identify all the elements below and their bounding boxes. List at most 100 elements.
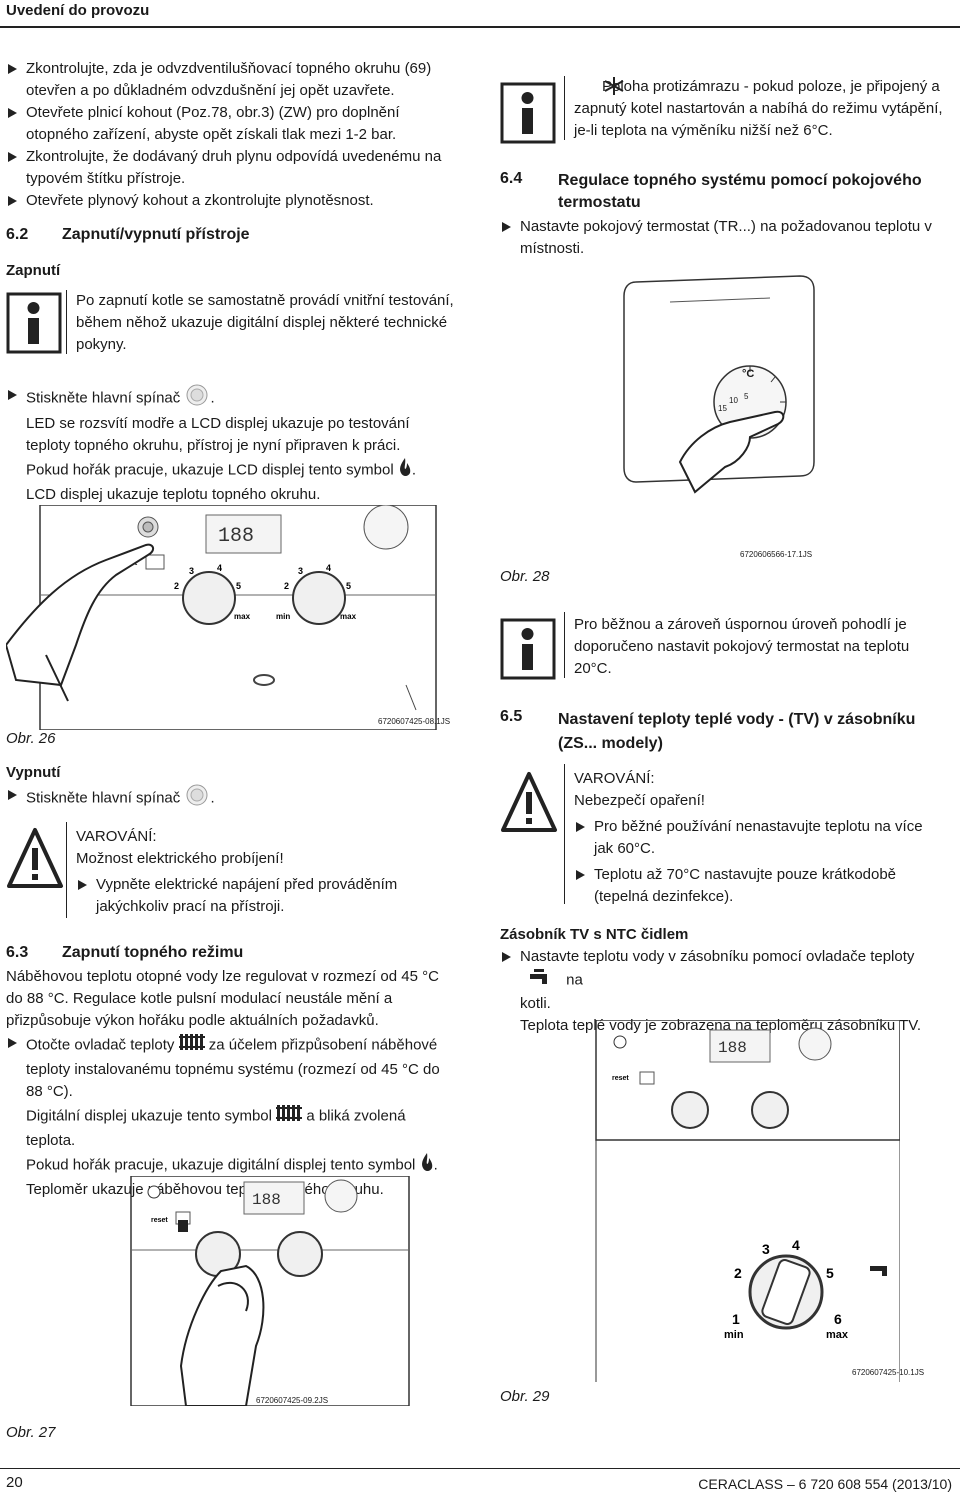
svg-text:reset: reset <box>612 1075 629 1082</box>
warning-title: VAROVÁNÍ: <box>76 828 157 845</box>
warning-electric: VAROVÁNÍ: Možnost elektrického probíjení… <box>76 826 456 918</box>
document-id: CERACLASS – 6 720 608 554 (2013/10) <box>698 1476 952 1492</box>
section-6-5-number: 6.5 <box>500 708 523 725</box>
info-icon <box>500 618 556 680</box>
info-icon <box>6 292 62 354</box>
figure-28-code: 6720606566-17.1JS <box>740 550 813 559</box>
power-off-list: Stiskněte hlavní spínač . <box>6 784 456 813</box>
page-header: Uvedení do provozu <box>0 0 960 36</box>
thermostat-tick: 5 <box>744 392 749 401</box>
figure-26-code: 6720607425-08.1JS <box>378 717 451 726</box>
section-6-2-title: Zapnutí/vypnutí přístroje <box>62 226 250 243</box>
warning-icon <box>500 770 558 836</box>
svg-text:3: 3 <box>189 566 194 576</box>
press-switch-end: . <box>210 389 215 407</box>
figure-28-caption: Obr. 28 <box>500 568 550 585</box>
list-item: Stiskněte hlavní spínač . <box>6 384 456 413</box>
info-icon <box>500 82 556 144</box>
lcd-digits: 188 <box>218 525 254 548</box>
figure-27-code: 6720607425-09.2JS <box>256 1396 329 1405</box>
intro-bullet-list: Zkontrolujte, zda je odvzdventilušňovací… <box>6 58 456 212</box>
burner-symbol-line: Pokud hořák pracuje, ukazuje digitální d… <box>6 1152 456 1179</box>
section-6-3-paragraph: Náběhovou teplotu otopné vody lze regulo… <box>6 968 439 1029</box>
svg-text:5: 5 <box>346 581 351 591</box>
svg-text:max: max <box>340 612 357 621</box>
list-item: Nastavte teplotu vody v zásobníku pomocí… <box>500 946 950 993</box>
radiator-icon <box>276 1103 303 1130</box>
info-divider <box>564 612 565 678</box>
thermostat-tick: 10 <box>729 396 738 405</box>
info-divider <box>66 290 67 354</box>
radiator-icon <box>178 1032 205 1059</box>
thermostat-list: Nastavte pokojový termostat (TR...) na p… <box>500 216 940 260</box>
press-switch-off-text: Stiskněte hlavní spínač <box>26 789 181 807</box>
header-rule <box>0 26 960 28</box>
svg-text:2: 2 <box>734 1265 742 1281</box>
lcd-text: LCD displej ukazuje teplotu topného okru… <box>26 486 321 503</box>
section-6-5-title: Nastavení teploty teplé vody - (TV) v zá… <box>558 711 916 752</box>
subheading-zasobnik: Zásobník TV s NTC čidlem <box>500 926 689 943</box>
figure-29-caption: Obr. 29 <box>500 1388 550 1405</box>
frost-text: Poloha protizámrazu - pokud poloze, je p… <box>574 78 943 139</box>
svg-text:max: max <box>234 612 251 621</box>
svg-text:min: min <box>276 612 290 621</box>
display-symbol-rest: a bliká zvolená teplota. <box>26 1107 406 1149</box>
thermostat-tick: 15 <box>718 404 727 413</box>
display-symbol-line: Digitální displej ukazuje tento symbol a… <box>6 1103 456 1152</box>
list-item: Nastavte pokojový termostat (TR...) na p… <box>500 216 940 260</box>
list-item: Vypněte elektrické napájení před provádě… <box>76 874 456 918</box>
burner-text-end: . <box>411 461 417 479</box>
info-note-frost: Poloha protizámrazu - pokud poloze, je p… <box>574 76 944 142</box>
list-item: Otevřete plnicí kohout (Poz.78, obr.3) (… <box>6 102 456 146</box>
rotate-knob-text: Otočte ovladač teploty <box>26 1036 175 1054</box>
list-item: Otevřete plynový kohout a zkontrolujte p… <box>6 190 456 212</box>
dhw-text-na: na <box>566 971 583 989</box>
warning-text: Nebezpečí opaření! <box>574 792 705 809</box>
warning-scald: VAROVÁNÍ: Nebezpečí opaření! Pro běžné p… <box>574 768 944 908</box>
power-button-icon <box>184 384 210 413</box>
svg-text:4: 4 <box>792 1237 800 1253</box>
figure-27-caption: Obr. 27 <box>6 1424 56 1441</box>
led-text: LED se rozsvítí modře a LCD displej ukaz… <box>26 415 410 454</box>
warning-text: Možnost elektrického probíjení! <box>76 850 284 867</box>
info-note-testing: Po zapnutí kotle se samostatně provádí v… <box>76 292 454 353</box>
svg-text:4: 4 <box>217 563 222 573</box>
section-6-3-number: 6.3 <box>6 944 29 961</box>
chapter-title: Uvedení do provozu <box>6 2 150 19</box>
svg-text:4: 4 <box>326 563 331 573</box>
burner-symbol-end: . <box>433 1156 438 1174</box>
rotate-knob-rest: za účelem přizpůsobení náběhové teploty … <box>26 1036 440 1100</box>
flame-icon <box>398 457 412 484</box>
svg-text:5: 5 <box>236 581 241 591</box>
info-divider <box>564 76 565 140</box>
svg-text:2: 2 <box>174 581 179 591</box>
svg-text:3: 3 <box>298 566 303 576</box>
subheading-vypnuti: Vypnutí <box>6 764 61 781</box>
info-note-comfort: Pro běžnou a zároveň úspornou úroveň poh… <box>574 616 910 677</box>
burner-line: Pokud hořák pracuje, ukazuje LCD displej… <box>6 457 456 484</box>
list-item: Pro běžné používání nenastavujte teplotu… <box>574 816 944 860</box>
svg-text:188: 188 <box>718 1039 747 1057</box>
svg-text:3: 3 <box>762 1241 770 1257</box>
list-item: Zkontrolujte, že dodávaný druh plynu odp… <box>6 146 456 190</box>
warning-divider <box>564 764 565 904</box>
burner-text: Pokud hořák pracuje, ukazuje LCD displej… <box>26 461 394 479</box>
warning-title: VAROVÁNÍ: <box>574 770 655 787</box>
svg-text:188: 188 <box>252 1191 281 1209</box>
section-6-4-title: Regulace topného systému pomocí pokojové… <box>558 172 922 211</box>
page-number: 20 <box>6 1474 23 1491</box>
svg-text:5: 5 <box>826 1265 834 1281</box>
warning-divider <box>66 822 67 918</box>
section-6-3-title: Zapnutí topného režimu <box>62 944 244 961</box>
svg-text:reset: reset <box>151 1217 168 1224</box>
subheading-zapnuti: Zapnutí <box>6 262 61 279</box>
figure-26-caption: Obr. 26 <box>6 730 56 747</box>
figure-29: 188 reset 3 4 2 5 1 6 min max <box>500 1019 901 1382</box>
display-symbol-text: Digitální displej ukazuje tento symbol <box>26 1107 272 1125</box>
figure-28 <box>600 262 840 502</box>
figure-29-code: 6720607425-10.1JS <box>852 1368 925 1377</box>
footer-rule <box>0 1468 960 1469</box>
burner-symbol-text: Pokud hořák pracuje, ukazuje digitální d… <box>26 1156 416 1174</box>
svg-text:2: 2 <box>284 581 289 591</box>
